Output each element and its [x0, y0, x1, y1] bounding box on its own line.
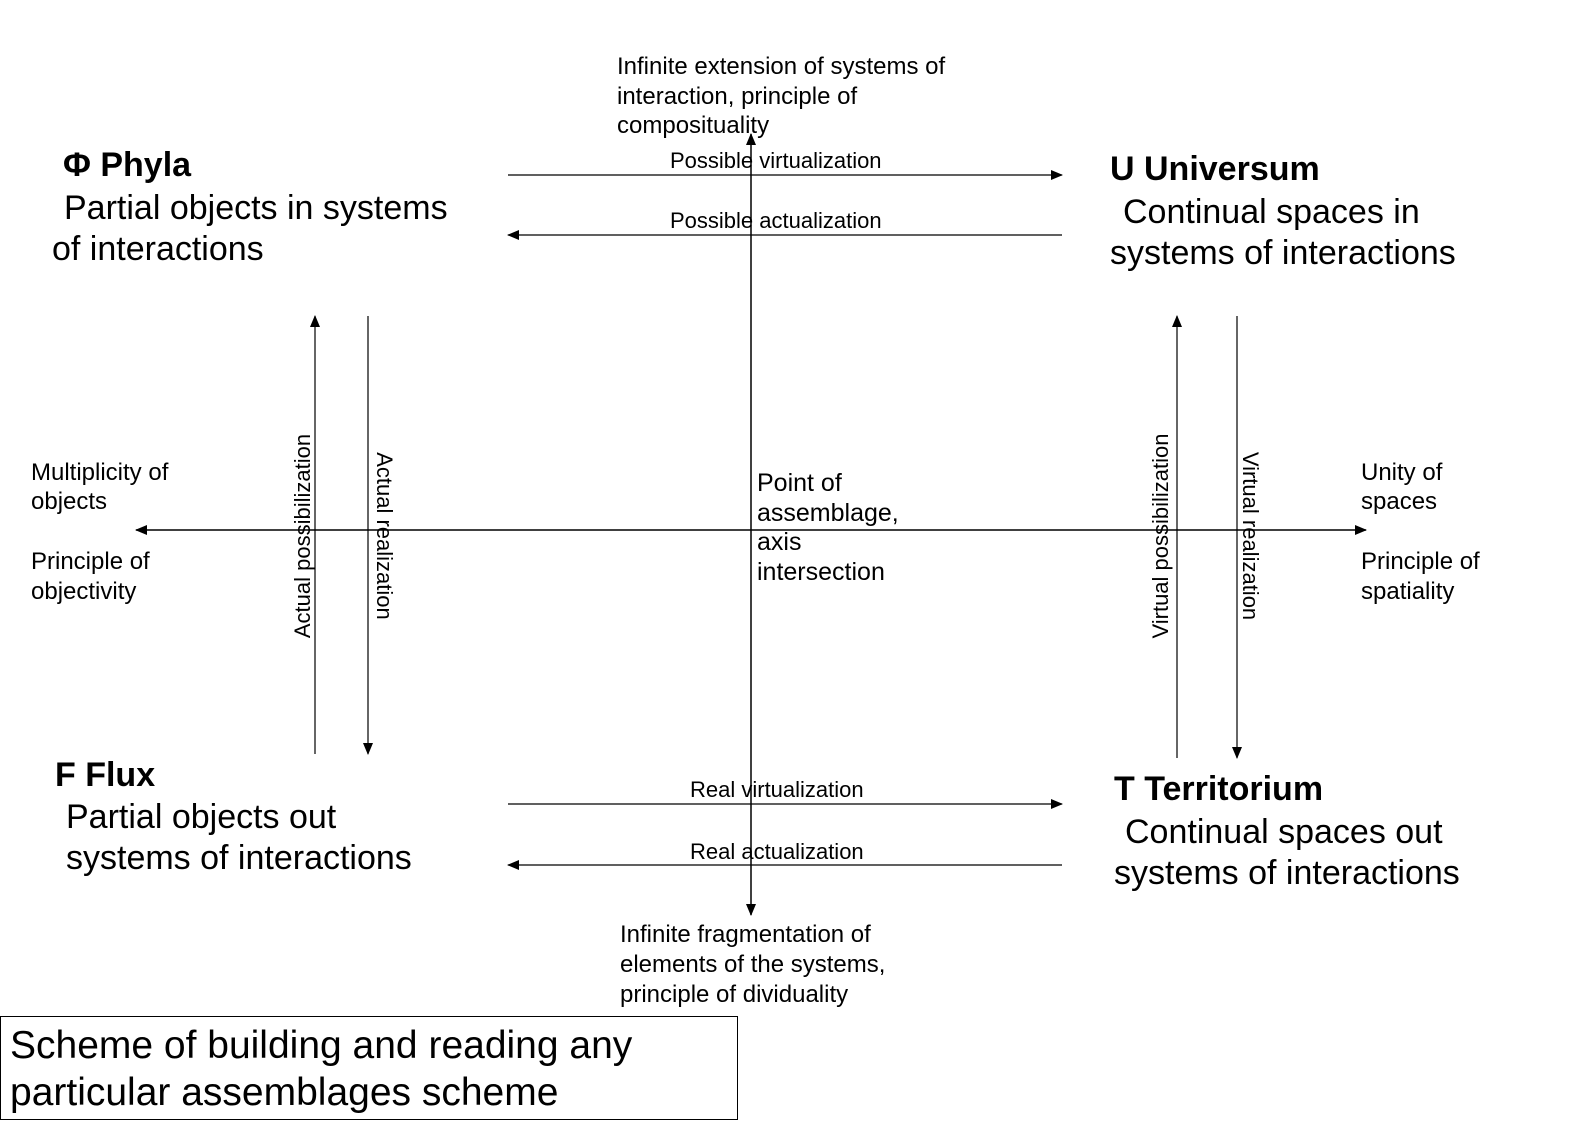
phyla-subtitle-line1: Partial objects in systems — [64, 189, 448, 227]
bottom-axis-label-line2: elements of the systems, — [620, 951, 886, 978]
actual-possibilization-label: Actual possibilization — [290, 433, 315, 639]
top-axis-label-line1: Infinite extension of systems of — [617, 53, 946, 80]
flux-subtitle-line2: systems of interactions — [66, 839, 412, 877]
flux-subtitle-line1: Partial objects out — [66, 798, 337, 836]
top-axis-label-line3: compositu­ality — [617, 112, 770, 139]
top-axis-label-line2: interaction, principle of — [617, 83, 858, 110]
right-axis-label-line3: Principle of — [1361, 548, 1480, 575]
right-axis-label-line4: spatiality — [1361, 578, 1455, 605]
left-axis-label-line1: Multiplicity of — [31, 459, 169, 486]
flux-title: F Flux — [55, 756, 156, 794]
territorium-title: T Territorium — [1114, 770, 1324, 808]
phyla-subtitle-line2: of interactions — [52, 230, 264, 268]
virtual-realization-label: Virtual realization — [1238, 451, 1263, 621]
right-axis-label-line2: spaces — [1361, 488, 1438, 515]
actual-realization-label: Actual realization — [372, 452, 397, 620]
bottom-axis-label-line3: principle of dividuality — [620, 981, 849, 1008]
left-axis-label-line2: objects — [31, 488, 108, 515]
left-axis-label-line4: objectivity — [31, 578, 137, 605]
real-virtualization-label: Real virtualization — [690, 777, 864, 802]
center-label-line4: intersection — [757, 558, 885, 586]
center-label-line2: assemblage, — [757, 499, 899, 527]
right-axis-label-line1: Unity of — [1361, 459, 1443, 486]
real-actualization-label: Real actualization — [690, 839, 864, 864]
caption-box: Scheme of building and reading any parti… — [0, 1016, 738, 1120]
caption-line2: particular assemblages scheme — [10, 1070, 559, 1114]
center-label-line1: Point of — [757, 469, 842, 497]
universum-subtitle-line1: Continual spaces in — [1123, 193, 1420, 231]
possible-virtualization-label: Possible virtualization — [670, 148, 882, 173]
universum-subtitle-line2: systems of interactions — [1110, 234, 1456, 272]
center-label-line3: axis — [757, 528, 802, 556]
territorium-subtitle-line2: systems of interactions — [1114, 854, 1460, 892]
universum-title: U Universum — [1110, 150, 1320, 188]
bottom-axis-label-line1: Infinite fragmentation of — [620, 921, 871, 948]
possible-actualization-label: Possible actualization — [670, 208, 882, 233]
phyla-title: Φ Phyla — [63, 146, 192, 184]
caption-line1: Scheme of building and reading any — [10, 1024, 633, 1067]
left-axis-label-line3: Principle of — [31, 548, 150, 575]
territorium-subtitle-line1: Continual spaces out — [1125, 813, 1443, 851]
caption-text: Scheme of building and reading any parti… — [10, 1023, 632, 1117]
virtual-possibilization-label: Virtual possibilization — [1148, 433, 1173, 639]
